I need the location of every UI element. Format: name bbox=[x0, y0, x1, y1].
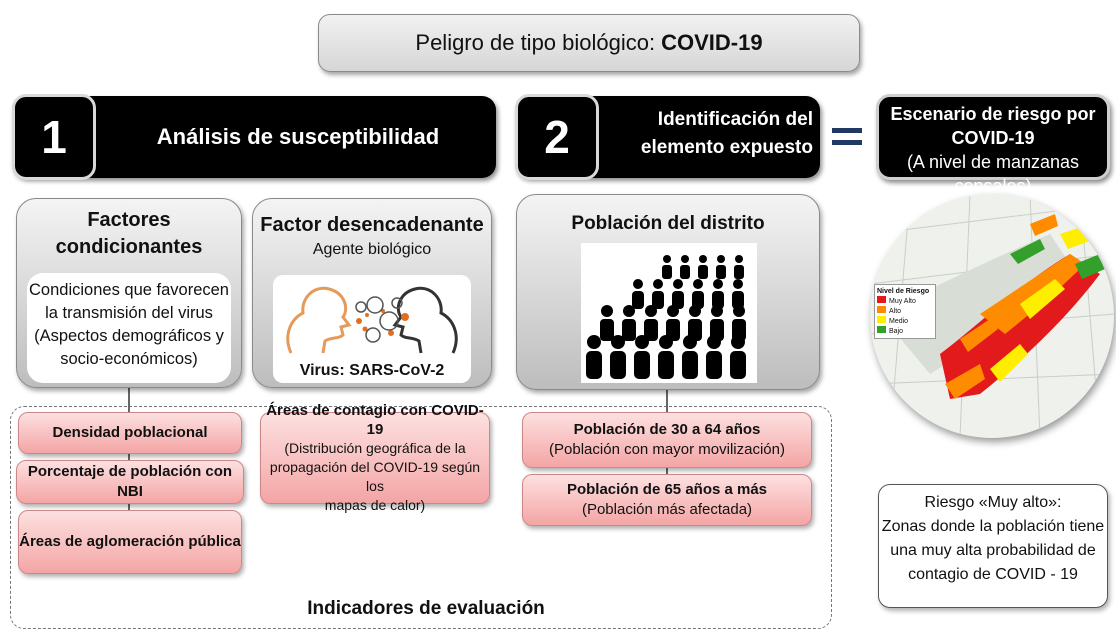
indicator-poblacion-30-64-bold: Población de 30 a 64 años bbox=[573, 421, 761, 438]
legend-label-medio: Medio bbox=[889, 318, 909, 325]
legend-swatch-alto bbox=[877, 306, 886, 313]
desencadenante-subtitle: Agente biológico bbox=[312, 241, 432, 258]
factores-title-line2: condicionantes bbox=[55, 236, 203, 258]
step1-label: Análisis de susceptibilidad bbox=[156, 124, 440, 149]
factores-desc-2: la transmisión del virus bbox=[45, 304, 213, 322]
scenario-box: Escenario de riesgo por COVID-19 (A nive… bbox=[876, 94, 1110, 196]
title-box: Peligro de tipo biológico: COVID-19 bbox=[318, 14, 860, 72]
scenario-line2: COVID-19 bbox=[951, 128, 1035, 148]
map-legend: Nivel de Riesgo Muy Alto Alto Medio Bajo bbox=[874, 284, 936, 339]
poblacion-title: Población del distrito bbox=[571, 213, 765, 234]
legend-label-alto: Alto bbox=[889, 308, 902, 315]
virus-label: Virus: SARS-CoV-2 bbox=[299, 362, 445, 379]
equals-bar-bottom bbox=[832, 140, 862, 145]
people-image bbox=[581, 243, 757, 383]
legend-swatch-bajo bbox=[877, 326, 886, 333]
equals-sign bbox=[832, 128, 862, 145]
indicators-frame bbox=[10, 406, 832, 629]
indicator-nbi-label: Porcentaje de población con NBI bbox=[27, 463, 233, 500]
scenario-line1: Escenario de riesgo por bbox=[890, 104, 1096, 124]
step1-number: 1 bbox=[12, 94, 96, 180]
crowd-icon bbox=[586, 255, 746, 379]
indicator-contagio: Áreas de contagio con COVID-19 (Distribu… bbox=[260, 402, 490, 513]
virus-image: Virus: SARS-CoV-2 bbox=[273, 275, 471, 383]
legend-swatch-muy-alto bbox=[877, 296, 886, 303]
indicator-densidad: Densidad poblacional bbox=[18, 412, 242, 454]
indicator-contagio-bold: Áreas de contagio con COVID-19 bbox=[266, 402, 484, 438]
step2-label-line2: elemento expuesto bbox=[640, 137, 813, 158]
risk-line4: contagio de COVID - 19 bbox=[908, 566, 1078, 583]
indicator-contagio-detail-1: (Distribución geográfica de la bbox=[284, 440, 466, 456]
risk-line1: Riesgo «Muy alto»: bbox=[924, 494, 1062, 511]
title-bold: COVID-19 bbox=[661, 30, 763, 55]
factores-desc-4: socio-económicos) bbox=[60, 350, 198, 368]
factores-desc-3: (Aspectos demográficos y bbox=[34, 327, 224, 345]
indicator-aglomeracion-label: Áreas de aglomeración pública bbox=[19, 533, 241, 550]
indicator-poblacion-65: Población de 65 años a más (Población má… bbox=[522, 474, 812, 526]
factores-desc: Condiciones que favorecen la transmisión… bbox=[27, 273, 231, 383]
legend-item-alto: Alto bbox=[877, 306, 933, 316]
map-legend-title: Nivel de Riesgo bbox=[877, 288, 930, 295]
risk-line3: una muy alta probabilidad de bbox=[890, 542, 1096, 559]
indicadores-label: Indicadores de evaluación bbox=[307, 598, 545, 619]
legend-swatch-medio bbox=[877, 316, 886, 323]
indicator-contagio-detail-2: propagación del COVID-19 según los bbox=[269, 459, 481, 494]
legend-label-muy-alto: Muy Alto bbox=[889, 298, 916, 305]
indicator-poblacion-65-detail: (Población más afectada) bbox=[581, 501, 753, 518]
factores-card: Factores condicionantes Condiciones que … bbox=[16, 198, 242, 388]
legend-item-medio: Medio bbox=[877, 316, 933, 326]
legend-item-muy-alto: Muy Alto bbox=[877, 296, 933, 306]
indicator-poblacion-65-bold: Población de 65 años a más bbox=[566, 481, 768, 498]
step2-number: 2 bbox=[515, 94, 599, 180]
scenario-line3: (A nivel de manzanas censales) bbox=[906, 152, 1080, 196]
indicator-nbi: Porcentaje de población con NBI bbox=[16, 460, 244, 504]
step2-label: Identificación del elemento expuesto bbox=[605, 106, 813, 162]
indicator-densidad-label: Densidad poblacional bbox=[52, 424, 208, 441]
poblacion-card: Población del distrito bbox=[516, 194, 820, 390]
step2-label-line1: Identificación del bbox=[657, 109, 813, 130]
risk-line2: Zonas donde la población tiene bbox=[881, 518, 1105, 535]
risk-map-svg bbox=[870, 194, 1114, 438]
indicator-poblacion-30-64-detail: (Población con mayor movilización) bbox=[549, 441, 785, 458]
desencadenante-card: Factor desencadenante Agente biológico V… bbox=[252, 198, 492, 388]
legend-label-bajo: Bajo bbox=[889, 328, 904, 335]
risk-map: Nivel de Riesgo Muy Alto Alto Medio Bajo bbox=[870, 194, 1114, 438]
indicator-poblacion-30-64: Población de 30 a 64 años (Población con… bbox=[522, 412, 812, 468]
factores-title-line1: Factores bbox=[87, 209, 171, 231]
desencadenante-title: Factor desencadenante bbox=[260, 214, 484, 236]
equals-bar-top bbox=[832, 128, 862, 133]
factores-desc-1: Condiciones que favorecen bbox=[29, 281, 229, 299]
indicator-aglomeracion: Áreas de aglomeración pública bbox=[18, 510, 242, 574]
risk-description: Riesgo «Muy alto»: Zonas donde la poblac… bbox=[878, 484, 1108, 608]
indicator-contagio-detail-3: mapas de calor) bbox=[324, 497, 426, 513]
virus-transmission-icon bbox=[286, 286, 458, 354]
legend-item-bajo: Bajo bbox=[877, 326, 933, 336]
title-prefix: Peligro de tipo biológico: bbox=[415, 30, 656, 55]
